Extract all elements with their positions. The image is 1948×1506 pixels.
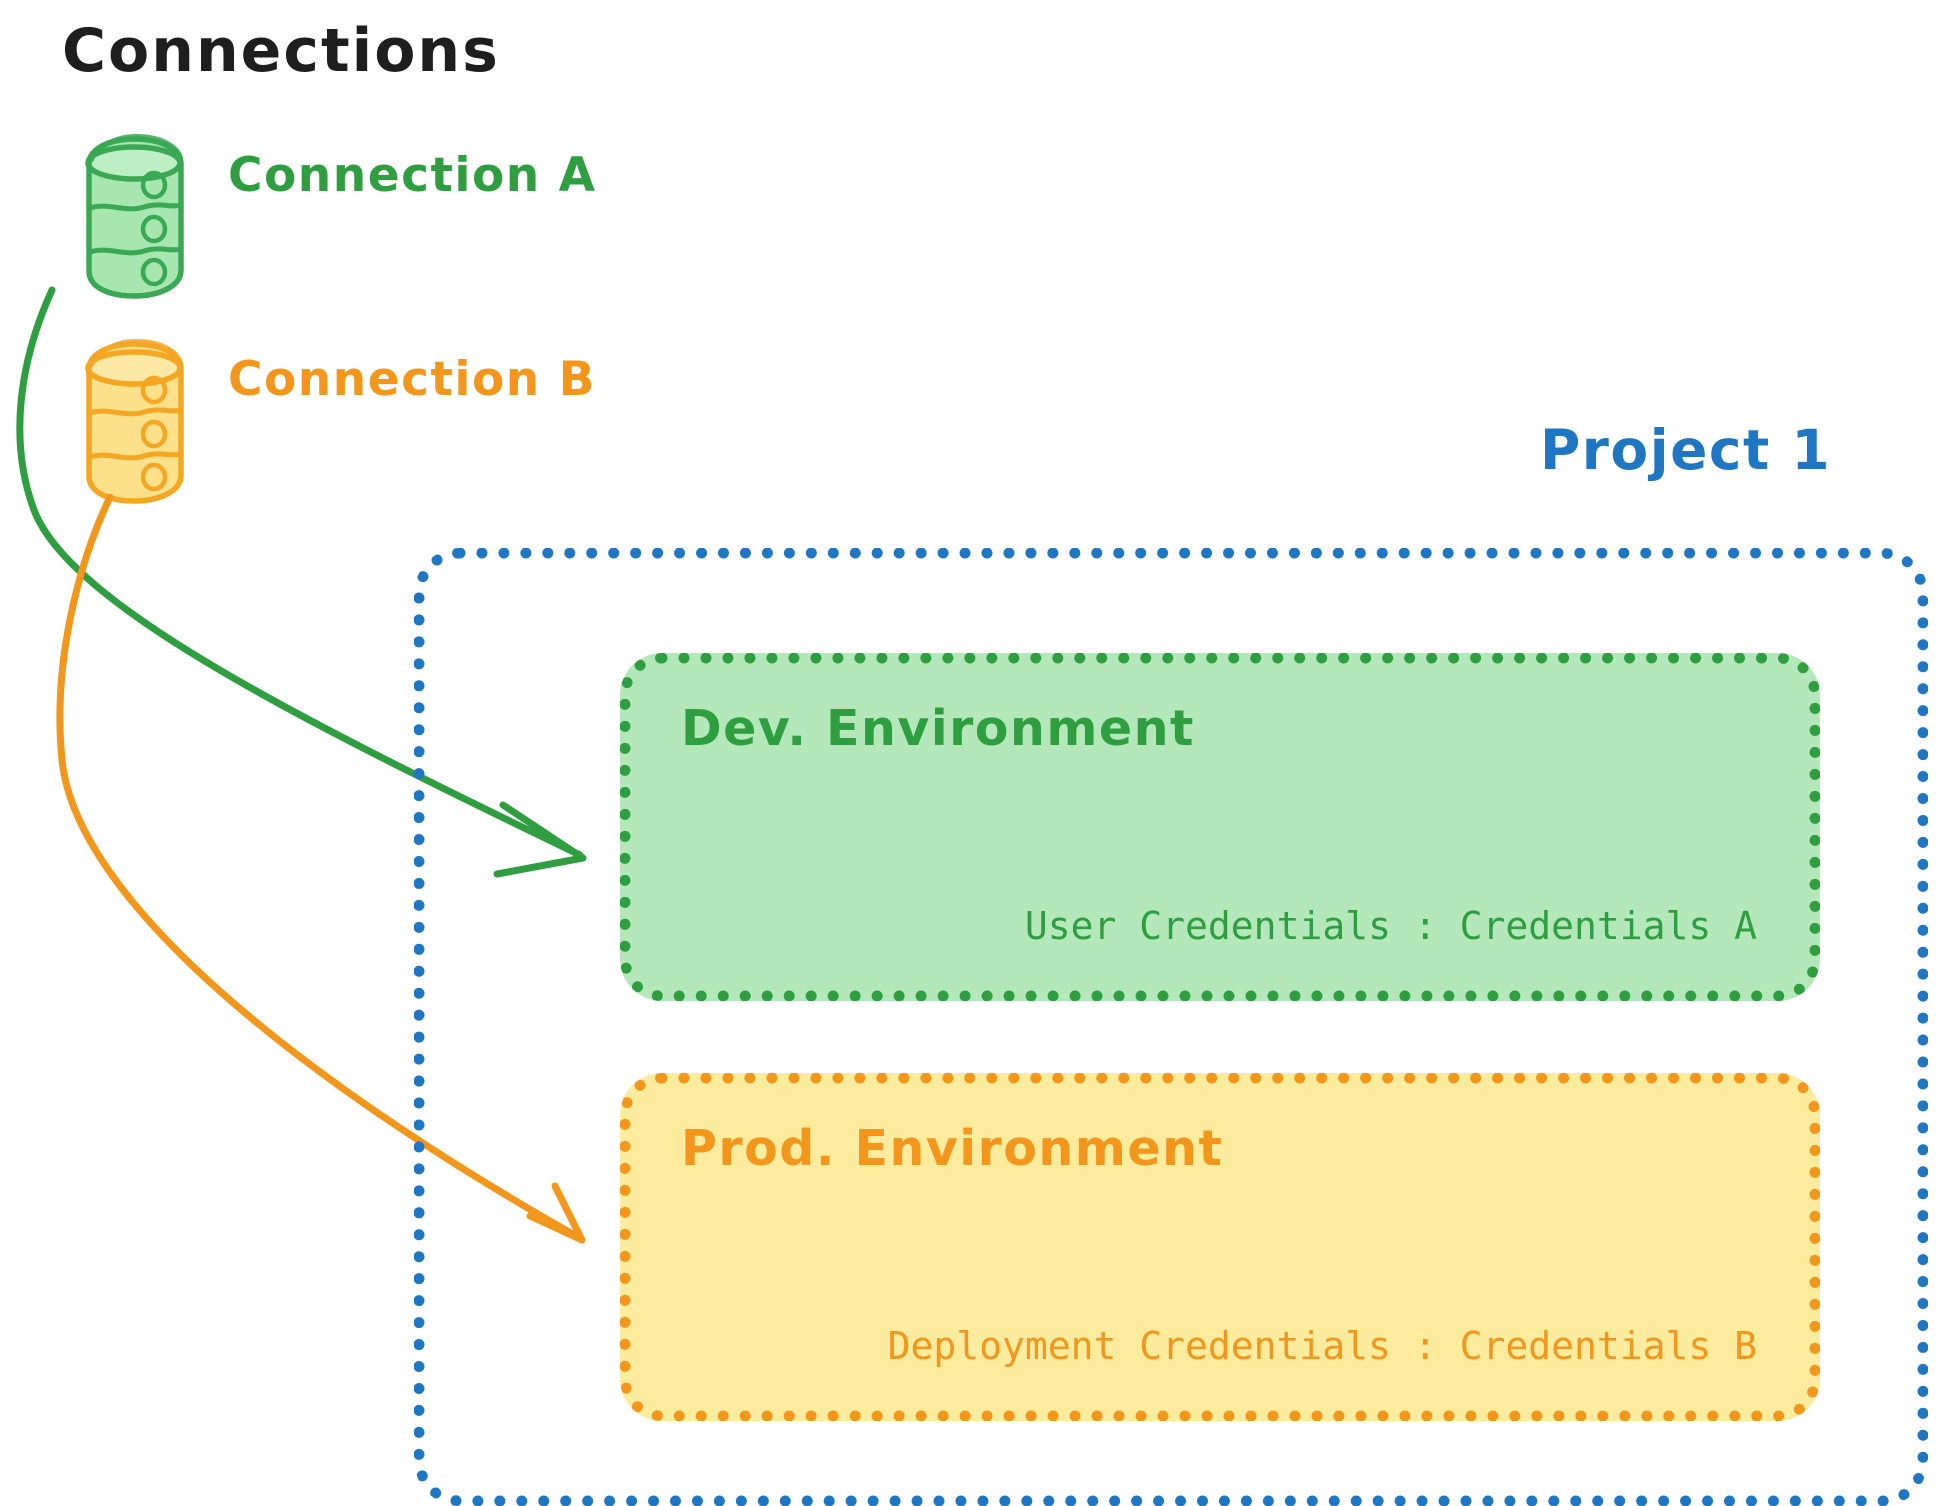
arrow-connection-a-to-dev [16,286,587,878]
database-cylinder-icon-connection-a[interactable] [85,133,184,299]
environment-credentials-prod: Deployment Credentials : Credentials B [887,1324,1757,1368]
database-cylinder-icon-connection-b[interactable] [85,338,184,504]
environment-box-dev[interactable]: Dev. Environment User Credentials : Cred… [620,653,1820,1001]
project-title: Project 1 [1540,418,1832,482]
environment-box-prod[interactable]: Prod. Environment Deployment Credentials… [620,1073,1820,1421]
project-container [414,548,1928,1506]
environment-title-prod: Prod. Environment [681,1120,1224,1177]
connection-a-label[interactable]: Connection A [228,148,597,203]
arrow-connection-b-to-prod [56,493,586,1244]
environment-title-dev: Dev. Environment [681,700,1195,757]
connection-b-label[interactable]: Connection B [228,352,596,407]
page-title: Connections [62,16,500,86]
environment-credentials-dev: User Credentials : Credentials A [1024,904,1757,948]
